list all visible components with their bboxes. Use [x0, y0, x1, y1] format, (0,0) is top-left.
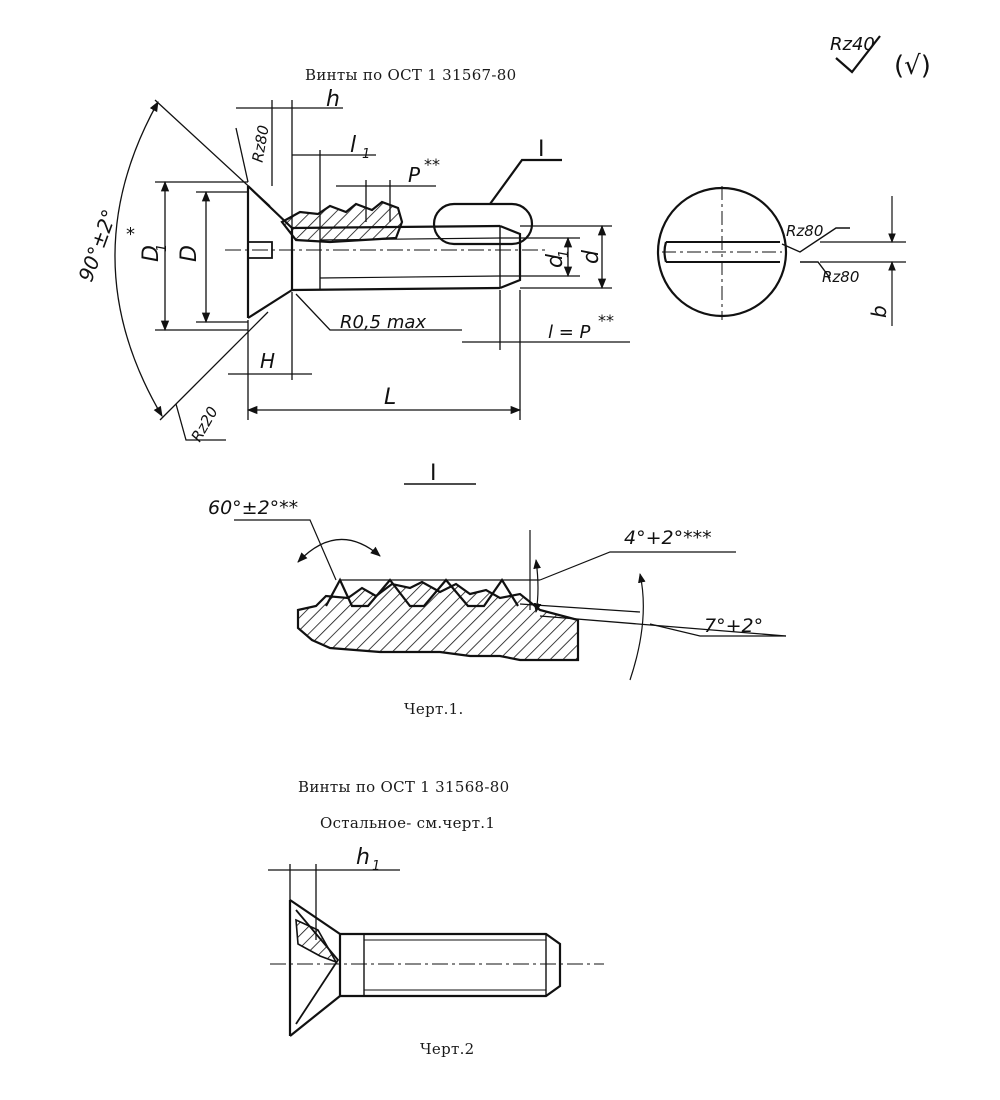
drawing2-title: Винты по ОСТ 1 31568-80	[298, 778, 510, 796]
dim-b-label: b	[867, 305, 891, 318]
thread-section-hatch	[280, 200, 404, 244]
roughness-suffix: (√)	[894, 51, 931, 81]
dim-l1-sub: 1	[362, 147, 370, 162]
detail-i-marker	[432, 158, 562, 246]
drawing2-caption: Черт.2	[420, 1040, 475, 1058]
angle-60-label: 60°±2°**	[208, 497, 298, 519]
detail-i-label: I	[538, 137, 545, 162]
dim-h-label: h	[326, 87, 340, 112]
angle-90-label: 90°±2°	[74, 206, 122, 285]
dim-D1-star: *	[126, 224, 135, 245]
dim-h1-sub: 1	[372, 859, 380, 874]
rz80-slot-label-2: Rz80	[822, 268, 859, 286]
rz80-head-label: Rz80	[249, 124, 273, 164]
screw-2-side-view	[268, 864, 604, 1037]
rz80-slot-label-1: Rz80	[786, 222, 823, 240]
roughness-label: Rz40	[830, 34, 875, 55]
detail-i-view	[234, 483, 787, 681]
dim-h1-label: h	[356, 845, 370, 870]
dim-D-label: D	[177, 245, 202, 262]
dim-H-label: H	[260, 349, 275, 373]
drawing1-title: Винты по ОСТ 1 31567-80	[305, 66, 517, 84]
screw-end-view	[656, 186, 906, 326]
dimension-lines-drawing1	[114, 99, 630, 441]
r05-label: R0,5 max	[340, 312, 426, 333]
l-eq-p-star: **	[598, 311, 614, 330]
screw-2-head-hatch	[295, 918, 338, 964]
angle-7-label: 7°+2°	[704, 615, 763, 637]
dim-l1-label: l	[350, 133, 356, 158]
dim-L-label: L	[384, 385, 396, 410]
drawing1-caption: Черт.1.	[404, 700, 464, 718]
drawing2-subtitle: Остальное- см.черт.1	[320, 814, 496, 832]
dim-D1-label: D	[139, 245, 164, 262]
l-eq-p-label: l = P	[548, 322, 591, 343]
dim-p-label: P	[408, 163, 421, 187]
detail-i-title: I	[430, 461, 437, 486]
roughness-symbol	[835, 35, 881, 74]
dim-p-star: **	[424, 155, 440, 174]
angle-4-label: 4°+2°***	[624, 527, 712, 549]
dim-d1-label: d	[543, 253, 568, 268]
rz20-label: Rz20	[187, 403, 221, 444]
dim-d-label: d	[579, 249, 604, 264]
dim-D1-sub: 1	[155, 244, 170, 252]
dim-d1-sub: 1	[557, 250, 572, 258]
